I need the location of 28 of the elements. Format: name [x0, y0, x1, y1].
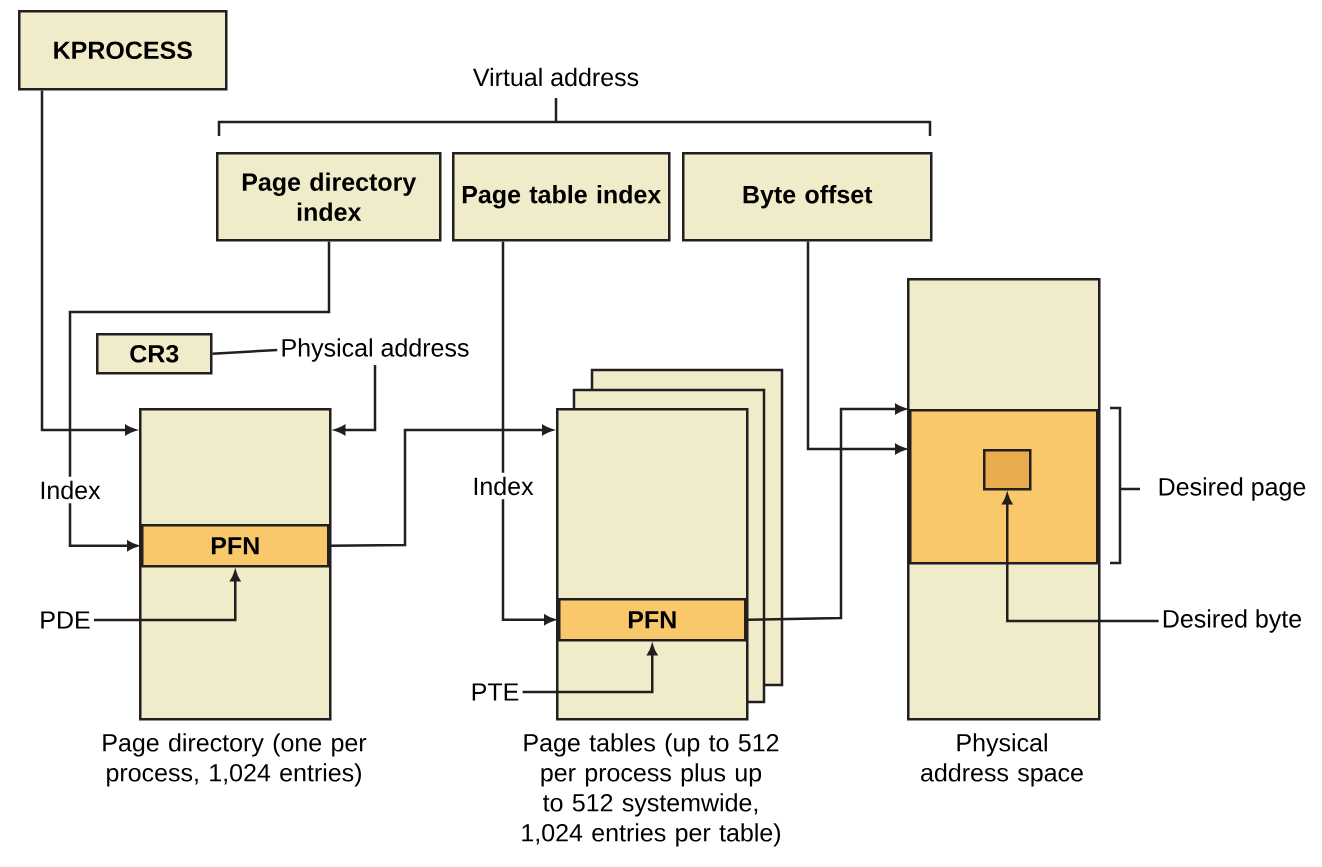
label-box: Byte offset [682, 152, 933, 242]
label-text: PTE [472, 683, 519, 701]
label-box: Page directory index [216, 152, 442, 242]
arrow [40, 90, 136, 435]
byte-box [983, 449, 1032, 491]
label-text: Desired byte [1163, 609, 1302, 633]
caption-text: Page directory (one per process, 1,024 entries) [103, 733, 367, 787]
arrow [1002, 493, 1159, 623]
arrow [746, 404, 906, 621]
arrow [68, 241, 331, 551]
arrow [329, 425, 553, 547]
edge-label: Index [468, 472, 538, 500]
caption-text: Physical address space [921, 733, 1083, 787]
arrow [501, 241, 555, 625]
arrow [806, 241, 906, 454]
label-text: PDE [41, 611, 90, 629]
entry-row: PFN [141, 524, 330, 568]
label-text: Desired page [1159, 477, 1306, 501]
heading-text: Virtual address [473, 67, 639, 87]
caption-text: Page tables (up to 512 per process plus up to 512 systemwide, 1,024 entries per table) [522, 733, 780, 847]
label-box: KPROCESS [18, 10, 228, 91]
label-text: Physical address [282, 338, 469, 362]
arrow [334, 364, 377, 435]
arrow [93, 570, 241, 622]
register-box: CR3 [96, 333, 213, 375]
edge-label: Index [35, 476, 105, 504]
label-box: Page table index [452, 152, 671, 242]
page-band [909, 409, 1099, 565]
